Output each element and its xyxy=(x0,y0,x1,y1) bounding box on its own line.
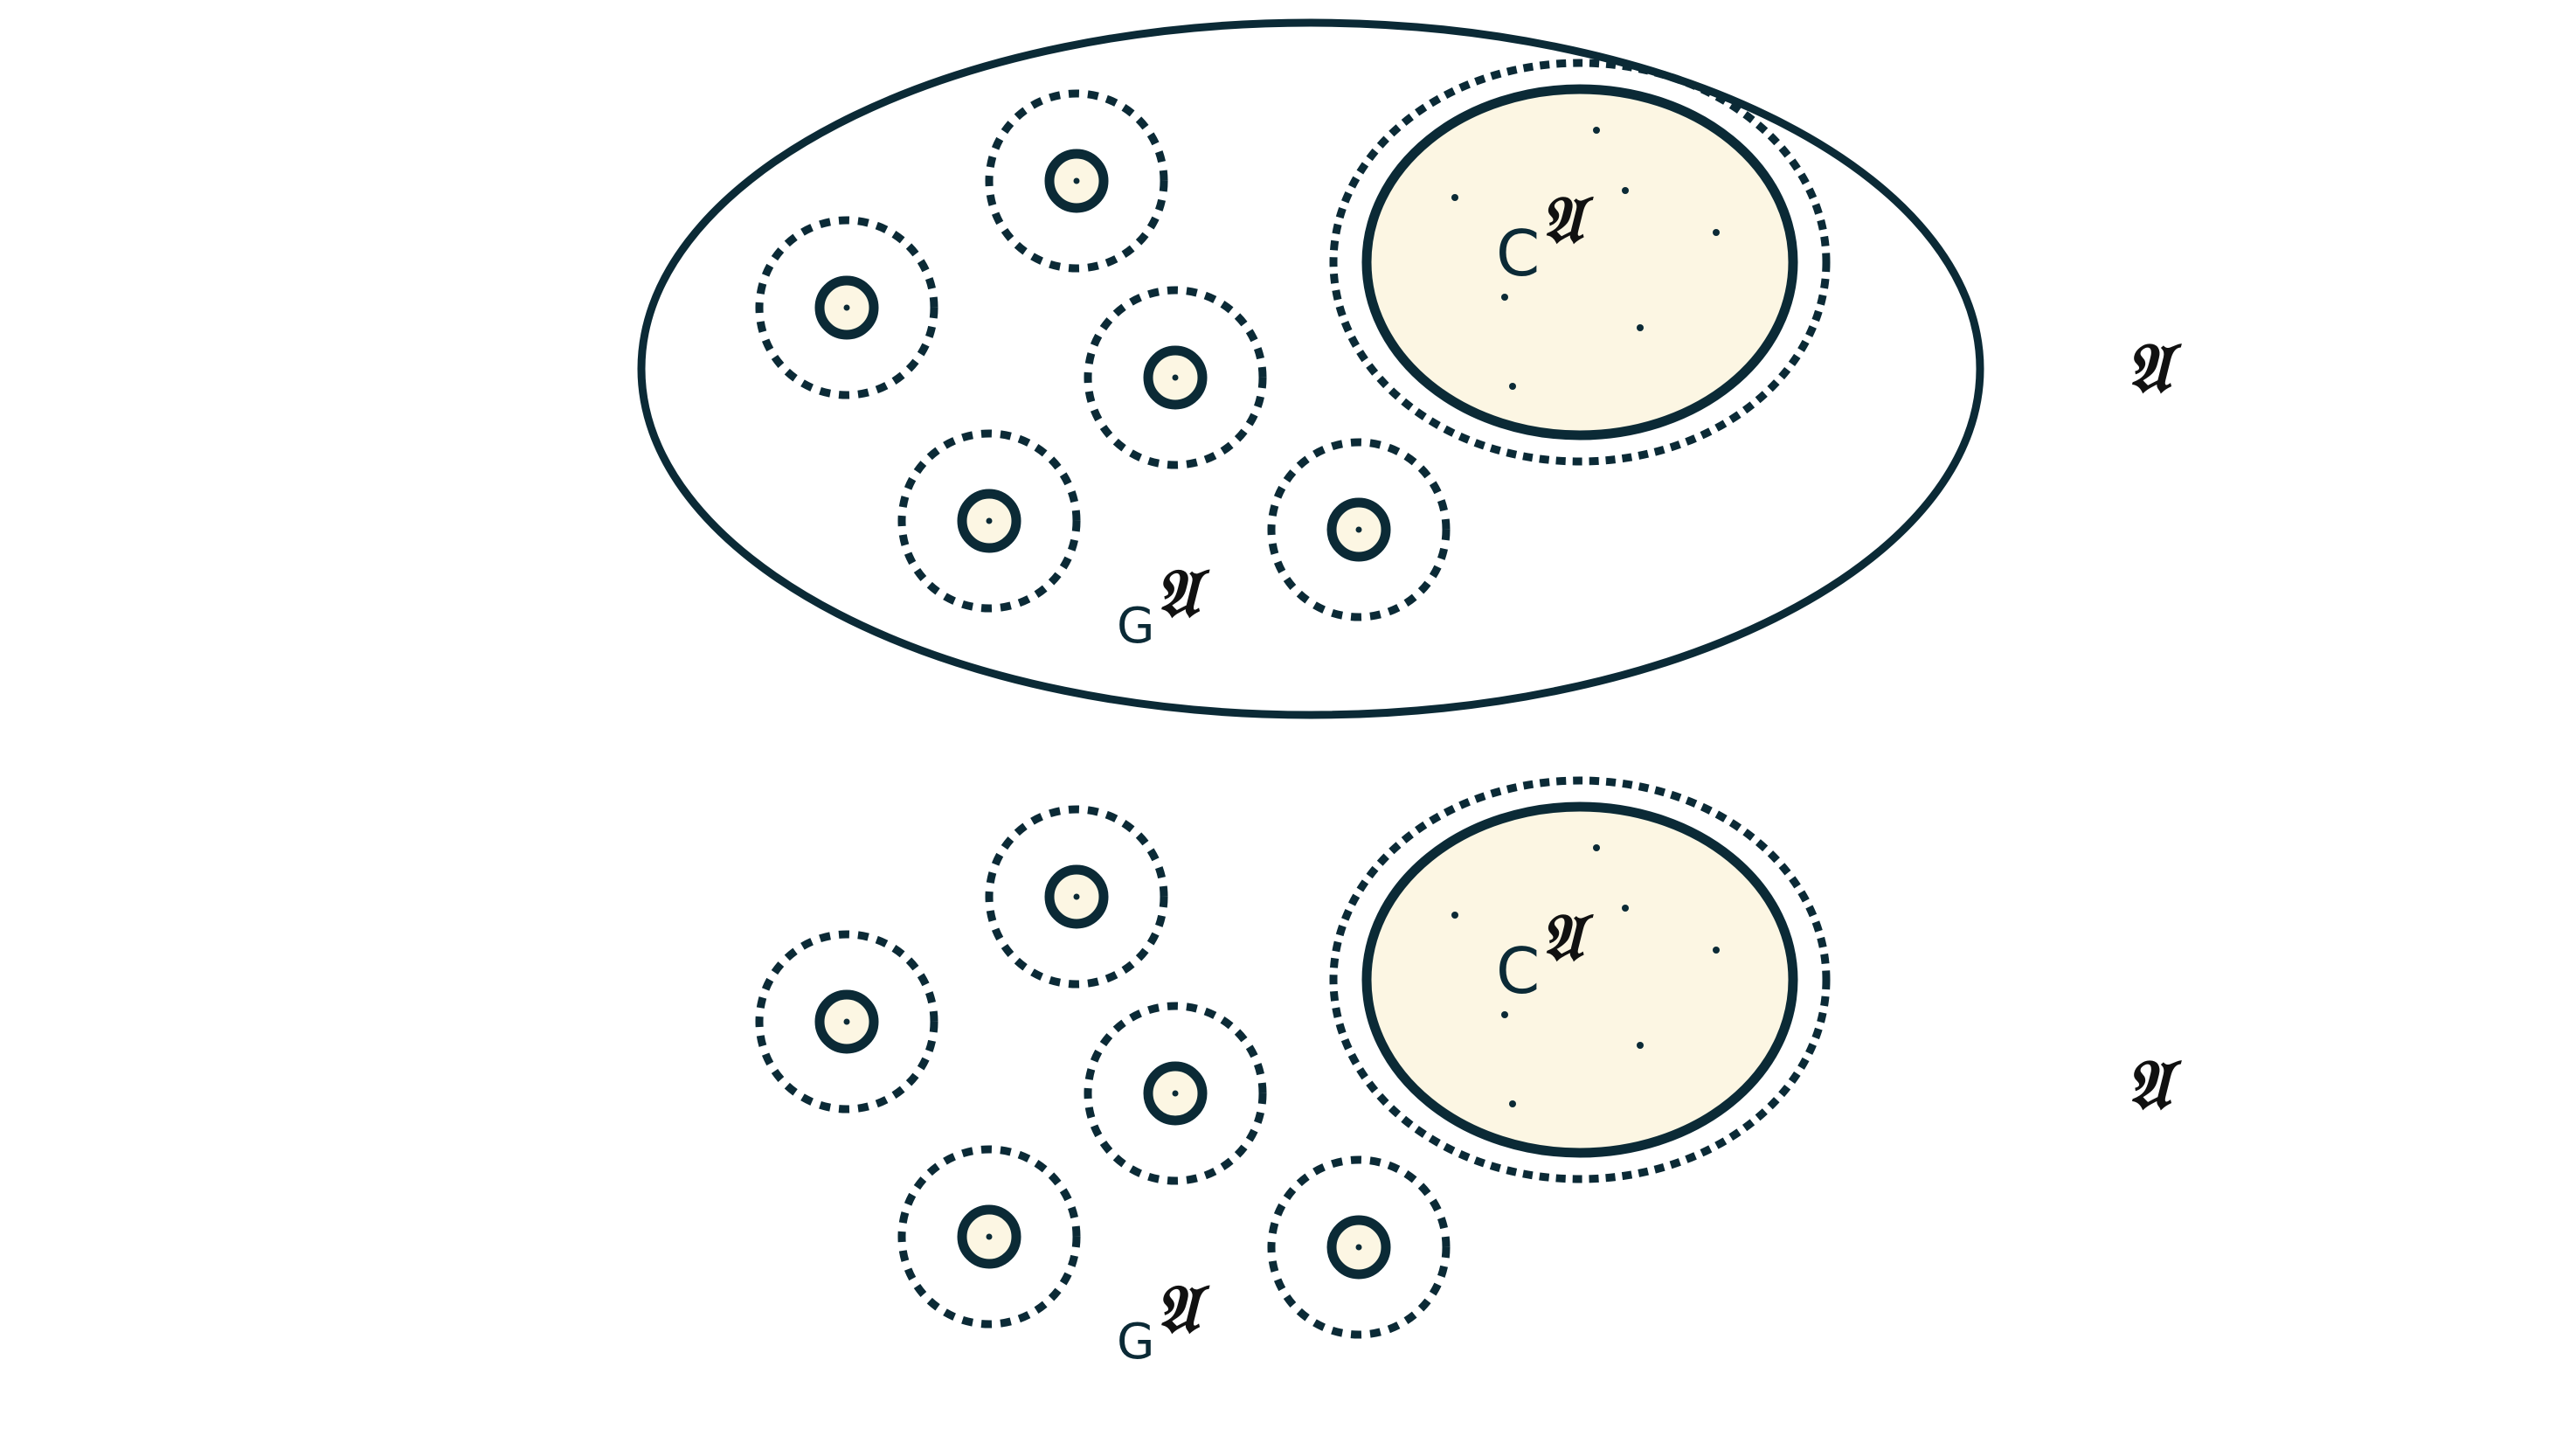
orbit xyxy=(897,429,1081,613)
orbit-halo xyxy=(755,930,938,1114)
orbit-group xyxy=(755,805,1451,1339)
orbit-point xyxy=(986,1233,993,1240)
orbit xyxy=(1267,1155,1451,1339)
compact-halo xyxy=(1329,59,1831,466)
orbit-halo xyxy=(1084,286,1267,469)
orbit-point xyxy=(843,304,850,311)
orbit xyxy=(755,216,938,399)
orbit xyxy=(985,89,1168,273)
orbit-point xyxy=(1172,374,1179,381)
orbit-halo xyxy=(985,805,1168,989)
compact-point xyxy=(1622,905,1629,912)
orbit-halo xyxy=(1267,1155,1451,1339)
outer-ellipse xyxy=(637,18,1984,719)
orbit-point xyxy=(843,1018,850,1025)
orbit-halo xyxy=(1267,438,1451,621)
compact-ellipse xyxy=(1361,84,1798,441)
orbit-halo xyxy=(897,1145,1081,1329)
compact-halo xyxy=(1329,776,1831,1183)
group-label-base: G xyxy=(1117,1314,1154,1370)
compact-label-base: C xyxy=(1496,217,1540,290)
compact-point xyxy=(1593,844,1600,851)
orbit xyxy=(755,930,938,1114)
compact-point xyxy=(1713,229,1720,236)
orbit xyxy=(985,805,1168,989)
orbit-halo xyxy=(897,429,1081,613)
compact-points xyxy=(1451,844,1720,1107)
compact-point xyxy=(1637,324,1644,331)
compact-point xyxy=(1451,194,1458,201)
orbit-halo xyxy=(755,216,938,399)
compact-point xyxy=(1509,383,1516,390)
compact-part: C𝔄 xyxy=(1329,59,1831,466)
compact-point xyxy=(1501,294,1508,301)
orbit-group xyxy=(755,89,1451,621)
compact-point xyxy=(1501,1011,1508,1018)
orbit-point xyxy=(986,517,993,524)
compact-point xyxy=(1713,947,1720,954)
orbit xyxy=(1084,286,1267,469)
orbit-point xyxy=(1073,893,1080,900)
orbit-point xyxy=(1073,177,1080,184)
compact-label-base: C xyxy=(1496,934,1540,1008)
panel-top: C𝔄 G𝔄 𝔄 xyxy=(637,18,2182,719)
compact-part: C𝔄 xyxy=(1329,776,1831,1183)
group-label-base: G xyxy=(1117,598,1154,655)
orbit xyxy=(1267,438,1451,621)
compact-points xyxy=(1451,127,1720,390)
orbit-halo xyxy=(1084,1002,1267,1185)
orbit xyxy=(897,1145,1081,1329)
orbit xyxy=(1084,1002,1267,1185)
orbit-point xyxy=(1355,1244,1362,1251)
orbit-halo xyxy=(985,89,1168,273)
compact-point xyxy=(1509,1100,1516,1107)
compact-ellipse xyxy=(1361,801,1798,1158)
compact-point xyxy=(1637,1042,1644,1049)
compact-point xyxy=(1451,912,1458,919)
compact-point xyxy=(1622,187,1629,194)
orbit-point xyxy=(1355,526,1362,533)
compact-point xyxy=(1593,127,1600,134)
orbit-point xyxy=(1172,1090,1179,1097)
